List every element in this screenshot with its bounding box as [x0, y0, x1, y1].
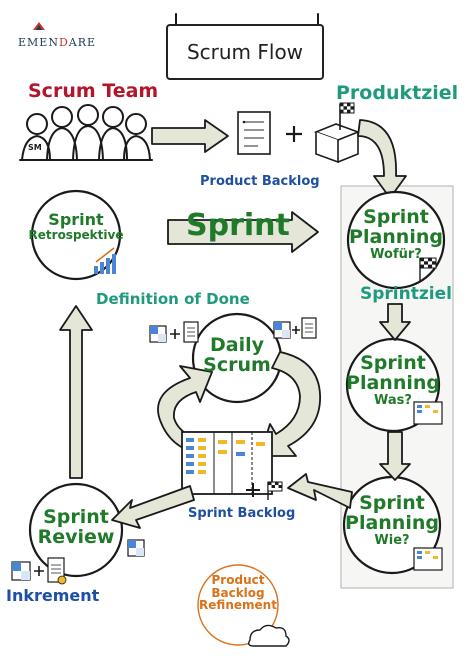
label-inkrement: Inkrement — [6, 586, 100, 605]
wofuer-line1: Sprint — [363, 206, 429, 228]
arrow-review-to-retro — [59, 305, 93, 479]
wofuer-line3: Wofür? — [370, 246, 422, 262]
label-scrum-team: Scrum Team — [28, 80, 159, 102]
cloud-icon — [197, 564, 290, 647]
box-icon — [313, 123, 361, 164]
label-sprint: Sprint — [186, 208, 290, 243]
logo-text-main: EMEN — [18, 36, 59, 49]
arrow-was-to-wie — [379, 431, 411, 481]
document-icon — [47, 557, 67, 585]
retro-line2: Retrospektive — [28, 227, 124, 242]
cube-icon — [127, 539, 145, 557]
daily-line2: Scrum — [203, 353, 271, 376]
label-sprint-backlog: Sprint Backlog — [188, 506, 296, 521]
arrow-team-to-backlog — [151, 119, 229, 153]
plus-icon — [170, 329, 180, 339]
plus-icon — [246, 483, 260, 497]
was-line3: Was? — [374, 392, 412, 408]
wie-line2: Planning — [345, 511, 439, 534]
flag-icon — [419, 257, 437, 282]
flag-icon — [339, 102, 355, 130]
refinement-line3: Refinement — [199, 598, 277, 613]
circle-review — [28, 482, 124, 578]
label-sprintziel: Sprintziel — [360, 284, 452, 304]
arrow-planning-to-backlog — [287, 473, 353, 509]
was-line1: Sprint — [360, 352, 426, 374]
plus-icon — [292, 326, 300, 334]
retro-line1: Sprint — [48, 210, 104, 229]
kanban-board-icon — [413, 547, 443, 571]
logo-text-accent: D — [58, 36, 69, 49]
daily-line1: Daily — [209, 334, 264, 356]
circle-retrospektive-label: Sprint Retrospektive — [28, 210, 124, 242]
document-icon — [183, 321, 199, 343]
circle-review-label: Sprint Review — [30, 506, 122, 548]
refinement-label: Product Backlog Refinement — [196, 574, 280, 612]
label-definition-of-done: Definition of Done — [96, 290, 250, 308]
circle-planning-was-label: Sprint Planning Was? — [346, 352, 440, 408]
kanban-board-icon — [181, 431, 273, 495]
wofuer-line2: Planning — [349, 225, 443, 248]
arrow-wofuer-to-was — [379, 303, 411, 341]
plus-icon — [286, 126, 302, 142]
sprint-arrow — [167, 211, 319, 253]
logo-text-tail: ARE — [68, 36, 97, 49]
circle-daily-scrum-label: Daily Scrum — [193, 334, 281, 376]
was-line2: Planning — [346, 371, 440, 394]
flag-icon — [267, 481, 283, 500]
refinement-line2: Backlog — [211, 585, 265, 600]
review-line1: Sprint — [43, 506, 109, 528]
label-produktziel: Produktziel — [336, 82, 459, 104]
review-line2: Review — [37, 525, 115, 548]
wie-line3: Wie? — [374, 532, 410, 548]
logo-mark-icon — [33, 22, 45, 30]
loop-arrow-right — [259, 351, 321, 457]
refinement-line1: Product — [211, 573, 265, 587]
growth-chart-icon — [94, 247, 116, 274]
arrow-backlog-to-review — [111, 485, 195, 529]
cube-icon — [11, 561, 31, 581]
document-icon — [237, 111, 271, 155]
page-title: Scrum Flow — [166, 24, 324, 80]
wie-line1: Sprint — [359, 492, 425, 514]
circle-retrospektive — [30, 189, 122, 281]
circle-planning-wofuer-label: Sprint Planning Wofür? — [348, 206, 444, 262]
document-icon — [301, 317, 317, 339]
sm-badge: SM — [28, 143, 42, 152]
cube-icon — [273, 321, 291, 339]
kanban-board-icon — [413, 401, 443, 425]
cube-icon — [149, 325, 167, 343]
arrow-box-to-planning — [357, 119, 407, 199]
logo: EMENDARE — [18, 22, 97, 49]
people-icon: SM — [19, 104, 153, 161]
circle-planning-wie-label: Sprint Planning Wie? — [344, 492, 440, 548]
plus-icon — [34, 566, 44, 576]
label-product-backlog: Product Backlog — [200, 174, 320, 189]
